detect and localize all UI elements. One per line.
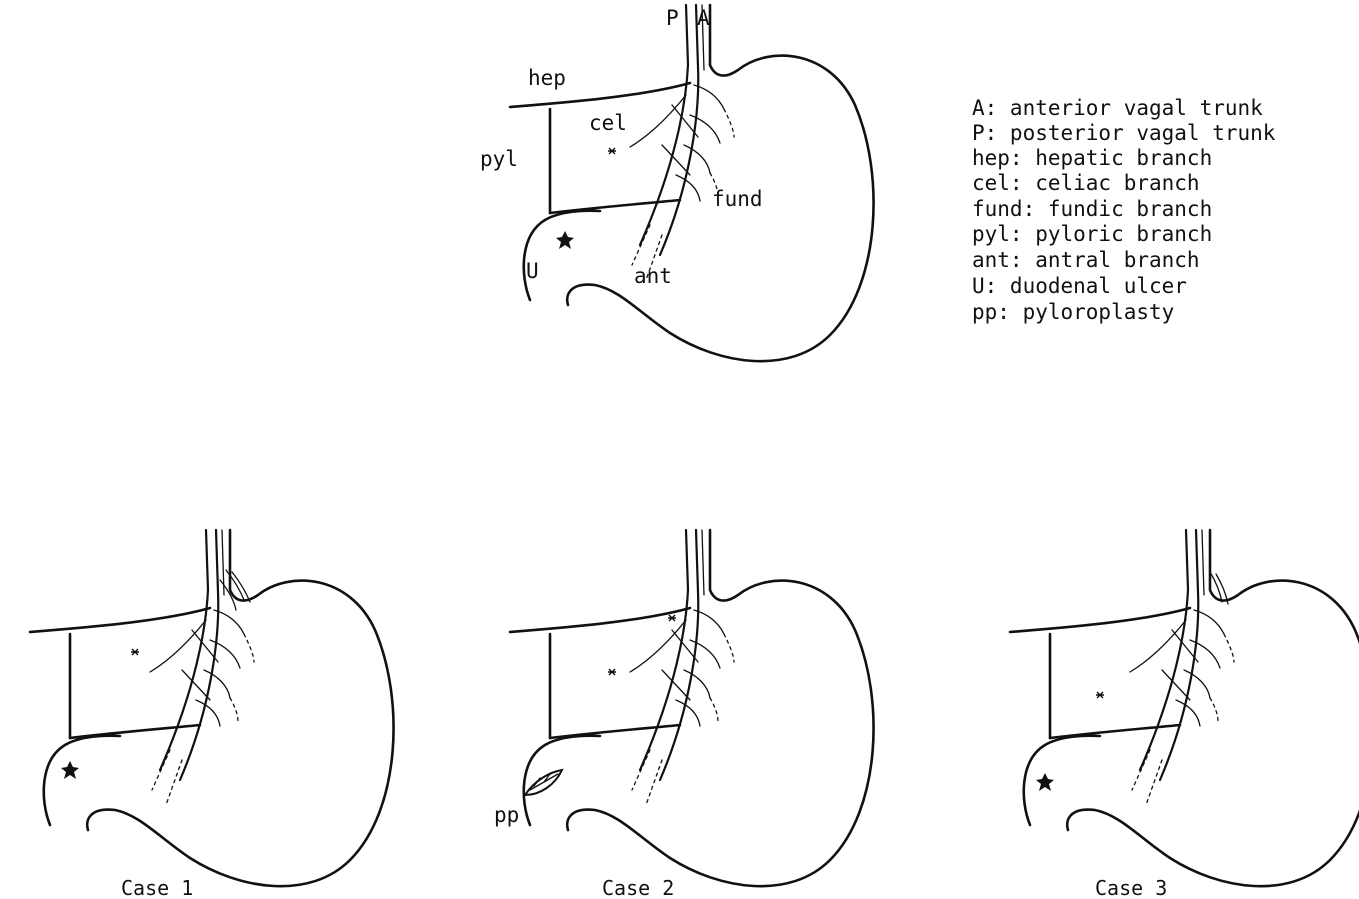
label-hep: hep — [528, 66, 566, 90]
celiac-cut-icon — [131, 649, 139, 655]
case-2-caption: Case 2 — [602, 876, 674, 899]
case-3-figure: Case 3 — [1010, 530, 1359, 899]
case-1-figure: Case 1 — [30, 530, 394, 899]
label-fund: fund — [712, 187, 763, 211]
legend-item: U: duodenal ulcer — [972, 274, 1187, 298]
case-2-stomach-outline — [510, 530, 874, 886]
celiac-cut-icon — [608, 669, 616, 675]
label-cel: cel — [589, 111, 627, 135]
case-3-caption: Case 3 — [1095, 876, 1167, 899]
ulcer-star-icon — [61, 761, 79, 779]
case-1-cut-fibers — [220, 570, 250, 610]
main-stomach-figure: P A hep cel pyl fund U ant — [480, 5, 874, 361]
label-pyl: pyl — [480, 147, 518, 171]
label-ant: ant — [634, 264, 672, 288]
case-3-stomach-outline — [1010, 530, 1359, 886]
label-p: P — [666, 6, 679, 30]
legend: A: anterior vagal trunk P: posterior vag… — [972, 96, 1276, 324]
case-1-stomach-outline — [30, 530, 394, 886]
legend-item: cel: celiac branch — [972, 171, 1200, 195]
label-a: A — [697, 6, 710, 30]
legend-item: pp: pyloroplasty — [972, 300, 1174, 324]
label-pp: pp — [494, 803, 519, 827]
ulcer-star-icon — [556, 231, 574, 249]
legend-item: pyl: pyloric branch — [972, 222, 1212, 246]
legend-item: fund: fundic branch — [972, 197, 1212, 221]
legend-item: A: anterior vagal trunk — [972, 96, 1263, 120]
label-u: U — [526, 259, 539, 283]
trunk-cut-icon — [668, 615, 676, 621]
celiac-cut-icon — [608, 148, 616, 154]
legend-item: hep: hepatic branch — [972, 146, 1212, 170]
legend-item: ant: antral branch — [972, 248, 1200, 272]
case-1-caption: Case 1 — [121, 876, 193, 899]
celiac-cut-icon — [1096, 692, 1104, 698]
ulcer-star-icon — [1036, 773, 1054, 791]
legend-item: P: posterior vagal trunk — [972, 121, 1276, 145]
main-stomach-outline — [510, 5, 874, 361]
case-2-figure: pp Case 2 — [494, 530, 874, 899]
